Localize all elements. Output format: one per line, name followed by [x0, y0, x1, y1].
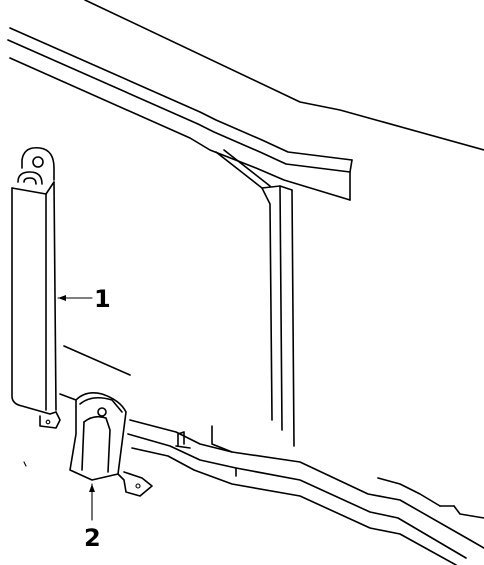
part-2-bracket: [69, 392, 153, 497]
stray-mark: [23, 461, 27, 467]
callout-2-number: 2: [84, 524, 101, 552]
lower-rails: [59, 345, 484, 565]
upper-panel-edge: [7, 0, 484, 201]
center-support: [215, 149, 295, 447]
callout-2: 2: [84, 483, 101, 552]
callout-1-number: 1: [94, 285, 111, 313]
part-1-bracket: [11, 146, 61, 429]
callout-1: 1: [57, 285, 111, 313]
